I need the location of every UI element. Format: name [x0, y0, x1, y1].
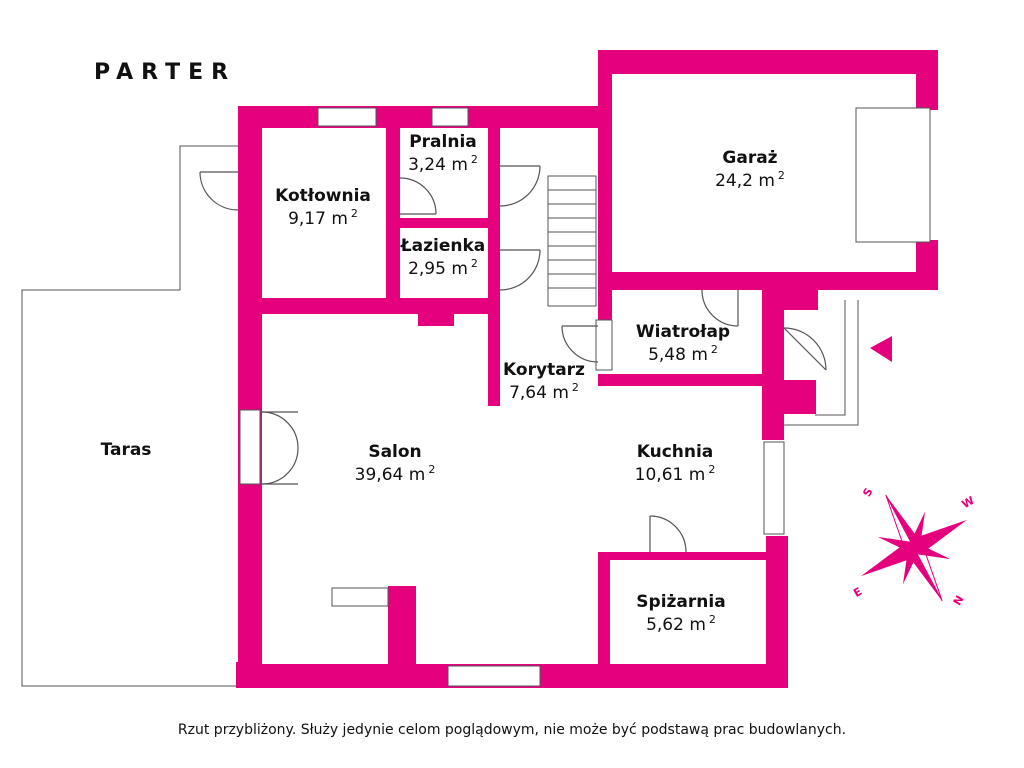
area-unit: 2 — [708, 613, 716, 627]
room-area: 5,48 m — [648, 345, 708, 366]
room-name: Kotłownia — [275, 186, 371, 206]
windows — [239, 107, 931, 687]
room-area: 9,17 m — [288, 209, 348, 230]
stairs — [547, 175, 597, 307]
room-name: Kuchnia — [636, 442, 714, 462]
disclaimer-text: Rzut przybliżony. Służy jedynie celom po… — [177, 722, 847, 738]
terrace-outline — [21, 145, 400, 687]
room-area: 10,61 m — [634, 465, 706, 486]
area-unit: 2 — [350, 207, 358, 221]
room-name: Garaż — [722, 148, 778, 168]
room-area: 3,24 m — [408, 155, 468, 176]
area-unit: 2 — [708, 463, 716, 477]
area-unit: 2 — [470, 257, 478, 271]
room-area: 7,64 m — [509, 383, 569, 404]
area-unit: 2 — [710, 343, 718, 357]
room-name: Salon — [368, 442, 422, 462]
area-unit: 2 — [777, 169, 785, 183]
terrace-label: Taras — [90, 440, 162, 461]
area-unit: 2 — [470, 153, 478, 167]
room-name: Spiżarnia — [636, 592, 726, 612]
area-unit: 2 — [571, 381, 579, 395]
room-area: 24,2 m — [715, 171, 775, 192]
room-name: Łazienka — [400, 236, 486, 256]
entrance-arrow-icon — [870, 336, 892, 362]
doors — [199, 165, 827, 553]
area-unit: 2 — [428, 463, 436, 477]
floor-title: PARTER — [94, 60, 237, 85]
room-name: Korytarz — [503, 360, 585, 380]
room-name: Wiatrołap — [635, 322, 731, 342]
walls — [236, 50, 938, 688]
room-name: Pralnia — [409, 132, 477, 152]
compass-rose-icon — [861, 494, 967, 602]
terrace-name: Taras — [100, 440, 152, 460]
room-area: 39,64 m — [354, 465, 426, 486]
entrance-path-inner — [815, 300, 846, 416]
room-area: 5,62 m — [646, 615, 706, 636]
entrance-path — [782, 300, 859, 426]
room-area: 2,95 m — [408, 259, 468, 280]
